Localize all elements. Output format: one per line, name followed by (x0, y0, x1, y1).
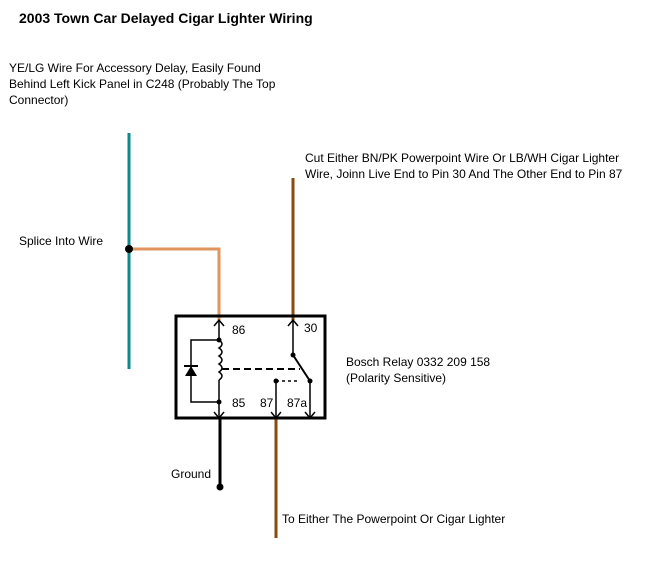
splice-wire (129, 247, 221, 320)
diode-leads (190, 339, 219, 403)
splice-label: Splice Into Wire (19, 234, 104, 248)
cut-wire-note-line-1: Cut Either BN/PK Powerpoint Wire Or LB/W… (305, 151, 620, 165)
relay-label-line-1: Bosch Relay 0332 209 158 (346, 355, 491, 369)
pin-87a-label: 87a (287, 396, 307, 410)
accessory-wire-note-line-3: Connector) (9, 93, 69, 107)
cut-wire-note-line-2: Wire, Joinn Live End to Pin 30 And The O… (305, 167, 623, 181)
output-label: To Either The Powerpoint Or Cigar Lighte… (282, 512, 506, 526)
diagram-title: 2003 Town Car Delayed Cigar Lighter Wiri… (19, 10, 313, 26)
relay-coil (217, 339, 223, 381)
ground-point (216, 483, 224, 491)
switch-arm (292, 354, 311, 382)
pin-85-label: 85 (232, 396, 246, 410)
pin-86-label: 86 (232, 323, 246, 337)
ground-label: Ground (171, 467, 212, 481)
accessory-wire-note-line-2: Behind Left Kick Panel in C248 (Probably… (9, 77, 276, 91)
pin-30-label: 30 (304, 321, 318, 335)
relay-label-line-2: (Polarity Sensitive) (346, 371, 447, 385)
splice-point (125, 245, 133, 253)
relay-box (174, 314, 327, 420)
pin-87-label: 87 (260, 396, 274, 410)
pin-87a-terminal (304, 411, 316, 420)
pin-87-terminal (270, 411, 282, 420)
diode-icon (185, 366, 197, 376)
accessory-wire-note-line-1: YE/LG Wire For Accessory Delay, Easily F… (9, 61, 261, 75)
